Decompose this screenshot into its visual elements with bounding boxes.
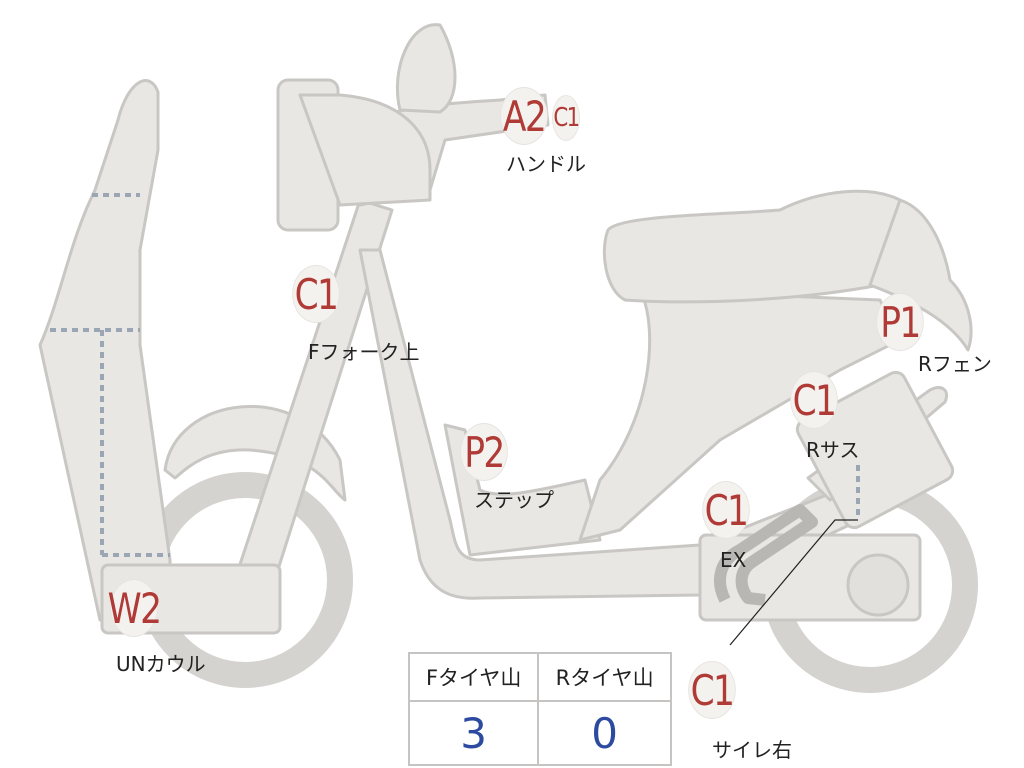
exhaust-label: EX: [720, 548, 747, 572]
fork-badge: C1: [293, 266, 339, 322]
under-cowl-label: UNカウル: [116, 652, 206, 676]
step-label: ステップ: [474, 488, 554, 512]
silencer-right-label: サイレ右: [712, 738, 792, 762]
under-cowl-badge: W2: [108, 580, 162, 636]
rear-tire-value: 0: [537, 700, 672, 766]
rear-sus-badge: C1: [791, 372, 837, 428]
front-tire-value: 3: [407, 700, 540, 766]
handle-a-badge: A2: [501, 88, 547, 144]
tire-table-header-row: Fタイヤ山 Rタイヤ山: [407, 652, 672, 702]
rear-sus-label: Rサス: [806, 438, 860, 462]
rear-fender-badge: P1: [877, 294, 923, 350]
handle-label: ハンドル: [506, 152, 586, 176]
tire-table-value-row: 3 0: [407, 700, 672, 766]
rear-tire-header: Rタイヤ山: [537, 652, 672, 702]
tire-tread-table: Fタイヤ山 Rタイヤ山 3 0: [407, 652, 672, 766]
seat: [602, 189, 911, 304]
silencer-right-badge: C1: [689, 662, 735, 718]
rear-suspension: [795, 370, 955, 530]
step-badge: P2: [461, 424, 507, 480]
rear-hub: [846, 553, 910, 617]
step-area: [443, 423, 602, 557]
handle-c-badge: C1: [552, 96, 580, 140]
handle-cover: [298, 93, 432, 207]
front-cowl: [38, 79, 172, 622]
exhaust-pipe: [714, 504, 818, 606]
fork-label: Fフォーク上: [308, 340, 420, 364]
windscreen: [395, 23, 457, 114]
sus-leader-line: [729, 519, 858, 646]
rear-fender-label: Rフェン: [918, 352, 992, 376]
front-tire-header: Fタイヤ山: [407, 652, 540, 702]
exhaust-badge: C1: [703, 482, 749, 538]
